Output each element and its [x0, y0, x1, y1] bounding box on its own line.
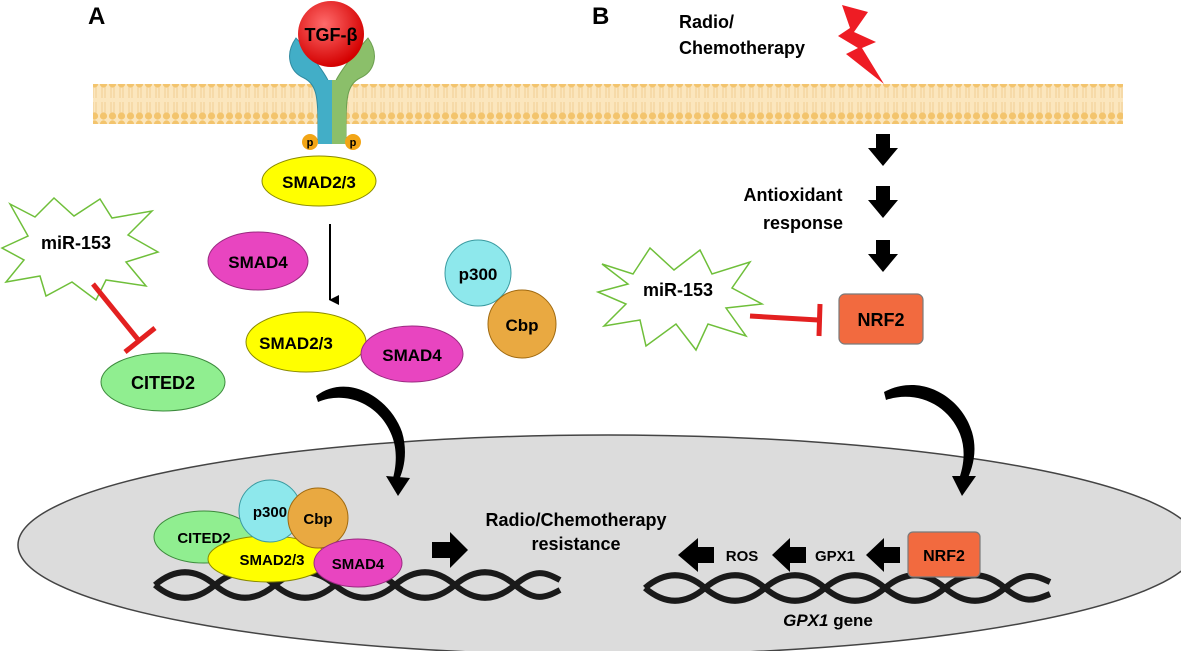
response-line2: response [763, 213, 843, 233]
down-arrow-1 [868, 134, 898, 166]
block-arrow-a [432, 532, 468, 568]
nuc-p300-label: p300 [253, 504, 287, 521]
nrf2-cyto [838, 293, 924, 345]
inhibition-line-b [749, 313, 819, 323]
response-line1: Antioxidant [744, 185, 843, 205]
ros-label: ROS [726, 548, 759, 565]
phosphate-right-label: p [350, 137, 357, 149]
cbp-free [487, 289, 557, 359]
panel-b-letter: B [592, 3, 609, 30]
down-arrow-2 [868, 186, 898, 218]
complex-smad4 [360, 325, 464, 383]
cited2-free [100, 352, 226, 412]
panel-a-letter: A [88, 3, 105, 30]
down-arrow-3 [868, 240, 898, 272]
smad4-free [207, 231, 309, 291]
resistance-line1: Radio/Chemotherapy [485, 510, 666, 530]
stimulus-line2: Chemotherapy [679, 38, 805, 58]
mir153-label-a: miR-153 [41, 233, 111, 253]
nuc-cited2-label: CITED2 [177, 530, 230, 547]
cell-membrane [93, 84, 1123, 124]
gene-name: GPX1 [783, 611, 828, 630]
gpx1-label: GPX1 [815, 548, 855, 565]
nuc-smad4-label: SMAD4 [332, 556, 385, 573]
nrf2-nuc-label: NRF2 [923, 548, 965, 565]
inhibition-line-a [91, 282, 142, 344]
mir153-burst-b [595, 246, 765, 352]
tgf-beta-ligand [298, 1, 364, 67]
curved-arrow-a [316, 386, 410, 496]
cbp-free-label: Cbp [505, 316, 538, 335]
complex-smad4-label: SMAD4 [382, 346, 442, 365]
stimulus-line1: Radio/ [679, 12, 734, 32]
complex-smad23-label: SMAD2/3 [259, 334, 333, 353]
phosphate-right [345, 134, 361, 150]
p300-free [444, 239, 512, 307]
phosphate-left [302, 134, 318, 150]
inhibition-bar-a [123, 326, 157, 354]
block-arrow-b1 [866, 538, 900, 572]
lightning-bolt [838, 5, 884, 84]
nrf2-cyto-label: NRF2 [857, 310, 904, 330]
mir153-label-b: miR-153 [643, 280, 713, 300]
resistance-line2: resistance [531, 534, 620, 554]
smad4-free-label: SMAD4 [228, 253, 288, 272]
inhibition-bar-b [816, 303, 823, 337]
nuc-cbp [287, 487, 349, 549]
nuc-cbp-label: Cbp [303, 511, 332, 528]
gene-suffix: gene [828, 611, 872, 630]
nrf2-nuc [907, 531, 981, 578]
block-arrow-b3 [678, 538, 714, 572]
nuc-smad4 [313, 538, 403, 588]
mir153-burst-a [0, 196, 160, 302]
p300-free-label: p300 [459, 265, 498, 284]
nuc-smad23-label: SMAD2/3 [239, 552, 304, 569]
cited2-free-label: CITED2 [131, 373, 195, 393]
phosphate-left-label: p [307, 137, 314, 149]
smad23-receptor-label: SMAD2/3 [282, 173, 356, 192]
block-arrow-b2 [772, 538, 806, 572]
tgf-beta-label: TGF-β [305, 25, 358, 45]
curved-arrow-b [884, 385, 976, 496]
dna-helix-b [643, 572, 1052, 604]
tgfb-receptor [289, 37, 375, 144]
smad23-receptor [261, 155, 377, 207]
gene-label: GPX1 gene [783, 611, 873, 630]
